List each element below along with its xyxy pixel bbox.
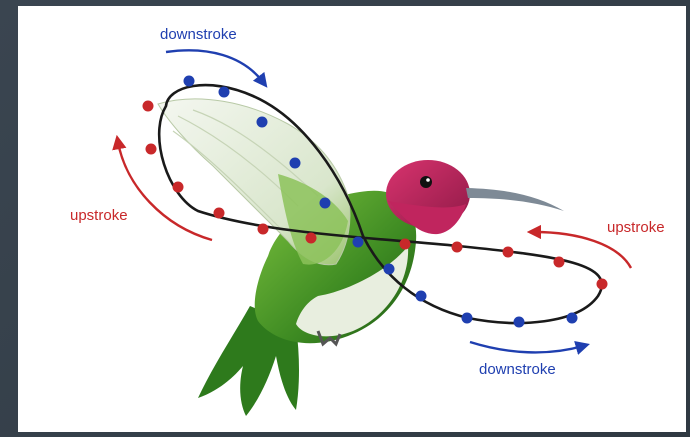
downstroke-point: [514, 317, 525, 328]
downstroke-point: [320, 198, 331, 209]
upstroke-point: [258, 224, 269, 235]
upstroke-arrow-left: [118, 142, 212, 240]
upstroke-point: [554, 257, 565, 268]
upstroke-point: [503, 247, 514, 258]
label-downstroke-bottom: downstroke: [479, 361, 556, 378]
upstroke-point: [173, 182, 184, 193]
downstroke-point: [384, 264, 395, 275]
downstroke-point: [257, 117, 268, 128]
upstroke-point: [306, 233, 317, 244]
upstroke-point: [452, 242, 463, 253]
downstroke-point: [416, 291, 427, 302]
downstroke-point: [353, 237, 364, 248]
upstroke-point: [597, 279, 608, 290]
label-upstroke-left: upstroke: [70, 207, 128, 224]
upstroke-point: [143, 101, 154, 112]
upstroke-arrow-right: [534, 232, 631, 268]
downstroke-point: [567, 313, 578, 324]
diagram-frame: downstroke downstroke upstroke upstroke: [18, 6, 686, 432]
label-downstroke-top: downstroke: [160, 26, 237, 43]
hummingbird-wingstroke-diagram: downstroke downstroke upstroke upstroke: [18, 6, 686, 432]
downstroke-point: [184, 76, 195, 87]
downstroke-arrow-bottom: [470, 342, 583, 352]
eye: [420, 176, 432, 188]
downstroke-arrow-top: [166, 50, 263, 82]
beak: [466, 188, 564, 211]
upstroke-point: [146, 144, 157, 155]
upstroke-point: [214, 208, 225, 219]
downstroke-point: [219, 87, 230, 98]
downstroke-point: [290, 158, 301, 169]
label-upstroke-right: upstroke: [607, 219, 665, 236]
downstroke-point: [462, 313, 473, 324]
upstroke-point: [400, 239, 411, 250]
